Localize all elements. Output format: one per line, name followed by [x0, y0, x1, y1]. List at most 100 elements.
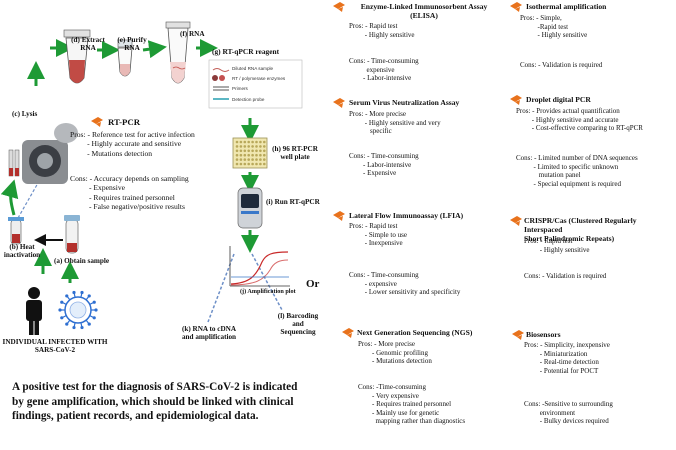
- plate-well: [263, 149, 266, 153]
- well-plate-icon: [232, 137, 268, 169]
- plate-well: [251, 153, 254, 157]
- rtpcr-con-line: - Requires trained personnel: [70, 192, 175, 202]
- plate-well: [255, 158, 258, 161]
- virus-spike-tip: [94, 308, 98, 312]
- plate-well: [247, 145, 250, 148]
- virus-icon: [58, 290, 98, 330]
- ddpcr-pros: Pros: - Provides actual quantification -…: [516, 107, 643, 133]
- rna-tube-icon: [165, 21, 191, 84]
- virus-spike-tip: [87, 294, 91, 298]
- rtpcr-bullet-icon: [91, 117, 103, 127]
- plate-well: [239, 153, 243, 157]
- plate-well: [259, 140, 262, 144]
- isothermal-pro-line: - Highly sensitive: [520, 31, 588, 40]
- plate-well: [259, 162, 262, 166]
- plate-well: [255, 145, 258, 148]
- ngs-title: Next Generation Sequencing (NGS): [357, 328, 473, 337]
- ddpcr-title: Droplet digital PCR: [526, 95, 591, 104]
- plate-well: [247, 162, 250, 166]
- ngs-pro-line: Pros: - More precise: [358, 340, 415, 348]
- plate-well: [235, 158, 239, 161]
- elisa-cons: Cons: - Time-consuming expensive - Labor…: [349, 57, 419, 83]
- isothermal-title: Isothermal amplification: [526, 2, 607, 11]
- rtpcr-pro-line: Pros: - Reference test for active infect…: [70, 130, 195, 139]
- serum-pro-line: specific: [349, 127, 392, 136]
- virus-spike-tip: [58, 308, 62, 312]
- plate-well: [255, 149, 258, 153]
- plate-well: [251, 140, 254, 144]
- plate-well: [263, 158, 266, 161]
- elisa-pros: Pros: - Rapid test - Highly sensitive: [349, 22, 415, 39]
- plate-well: [235, 162, 239, 166]
- ngs-pro-line: - Genomic profiling: [358, 348, 428, 357]
- plate-well: [247, 140, 250, 144]
- plate-well: [235, 149, 239, 153]
- rtpcr-con-line: - Expensive: [70, 183, 126, 193]
- lfia-pro-line: - Simple to use: [349, 230, 407, 239]
- plate-well: [263, 140, 266, 144]
- virus-spike-tip: [87, 322, 91, 326]
- elisa-pro-line: Pros: - Rapid test: [349, 22, 398, 30]
- elisa-con-line: Cons: - Time-consuming: [349, 57, 419, 65]
- plate-well: [263, 145, 266, 148]
- elisa-bullet-icon: [333, 2, 345, 12]
- plate-well: [235, 140, 239, 144]
- biosensors-pro-line: Pros: - Simplicity, inexpensive: [524, 341, 610, 349]
- serum-pro-line: Pros: - More precise: [349, 110, 406, 118]
- lfia-title: Lateral Flow Immunoassay (LFIA): [349, 211, 464, 220]
- virus-spike-tip: [72, 290, 76, 295]
- crispr-con-line: Cons: - Validation is required: [524, 272, 607, 280]
- biosensors-pro-line: - Miniaturization: [524, 349, 588, 358]
- step-rna-label: (f) RNA: [180, 30, 205, 38]
- heat-tube-icon: [8, 217, 24, 245]
- or-label: Or: [306, 278, 320, 290]
- qpcr-machine-icon: [237, 187, 263, 229]
- virus-spike-tip: [80, 290, 84, 295]
- rtpcr-title: RT-PCR: [108, 117, 141, 127]
- isothermal-con-line: Cons: - Validation is required: [520, 61, 603, 69]
- plate-well: [243, 153, 247, 157]
- ddpcr-con-line: Cons: - Limited number of DNA sequences: [516, 154, 638, 162]
- plate-well: [243, 162, 247, 166]
- serum-pro-line: - Highly sensitive and very: [349, 118, 441, 127]
- plate-well: [263, 153, 266, 157]
- elisa-title: Enzyme-Linked Immunosorbent Assay(ELISA): [360, 2, 488, 20]
- step-ampplot-label: (j) Amplification plot: [240, 288, 296, 295]
- ddpcr-pro-line: - Cost-effective comparing to RT-qPCR: [516, 124, 643, 133]
- flow-arrow-heat-to-lysis: [0, 179, 19, 216]
- lfia-con-line: Cons: - Time-consuming: [349, 271, 419, 279]
- isothermal-pros: Pros: - Simple, -Rapid test - Highly sen…: [520, 14, 587, 40]
- virus-spike-tip: [72, 325, 76, 330]
- legend-diluted-rna: Diluted RNA sample: [232, 66, 274, 71]
- elisa-pro-line: - Highly sensitive: [349, 30, 415, 39]
- plate-well: [243, 140, 247, 144]
- plate-well: [239, 140, 243, 144]
- plate-well: [239, 158, 243, 161]
- virus-spike-tip: [92, 300, 96, 304]
- ngs-con-line: - Very expensive: [358, 391, 419, 400]
- dashed-heat-to-centrifuge: [17, 182, 39, 219]
- ngs-con-line: - Requires trained personnel: [358, 400, 452, 409]
- amplification-plot: [229, 246, 290, 287]
- plate-well: [243, 145, 247, 148]
- rtpcr-con-line: - False negative/positive results: [70, 202, 185, 212]
- lfia-cons: Cons: - Time-consuming - expensive - Low…: [349, 271, 460, 297]
- ngs-con-line: mapping rather than diagnostics: [358, 417, 466, 426]
- flow-arrow-purify-to-rna: [142, 40, 167, 59]
- rtpcr-pro-line: - Highly accurate and sensitive: [70, 139, 182, 149]
- plate-well: [239, 149, 243, 153]
- plate-well: [255, 140, 258, 144]
- legend-primers: Primers: [232, 86, 248, 91]
- step-run-label: (i) Run RT-qPCR: [266, 198, 320, 206]
- ngs-bullet-icon: [342, 328, 354, 338]
- ddpcr-pro-line: - Highly sensitive and accurate: [516, 115, 619, 124]
- isothermal-pro-line: -Rapid test: [520, 22, 569, 31]
- virus-spike-tip: [65, 294, 69, 298]
- serum-title: Serum Virus Neutralization Assay: [349, 98, 460, 107]
- plate-well: [251, 145, 254, 148]
- dashed-to-barcoding: [251, 253, 283, 311]
